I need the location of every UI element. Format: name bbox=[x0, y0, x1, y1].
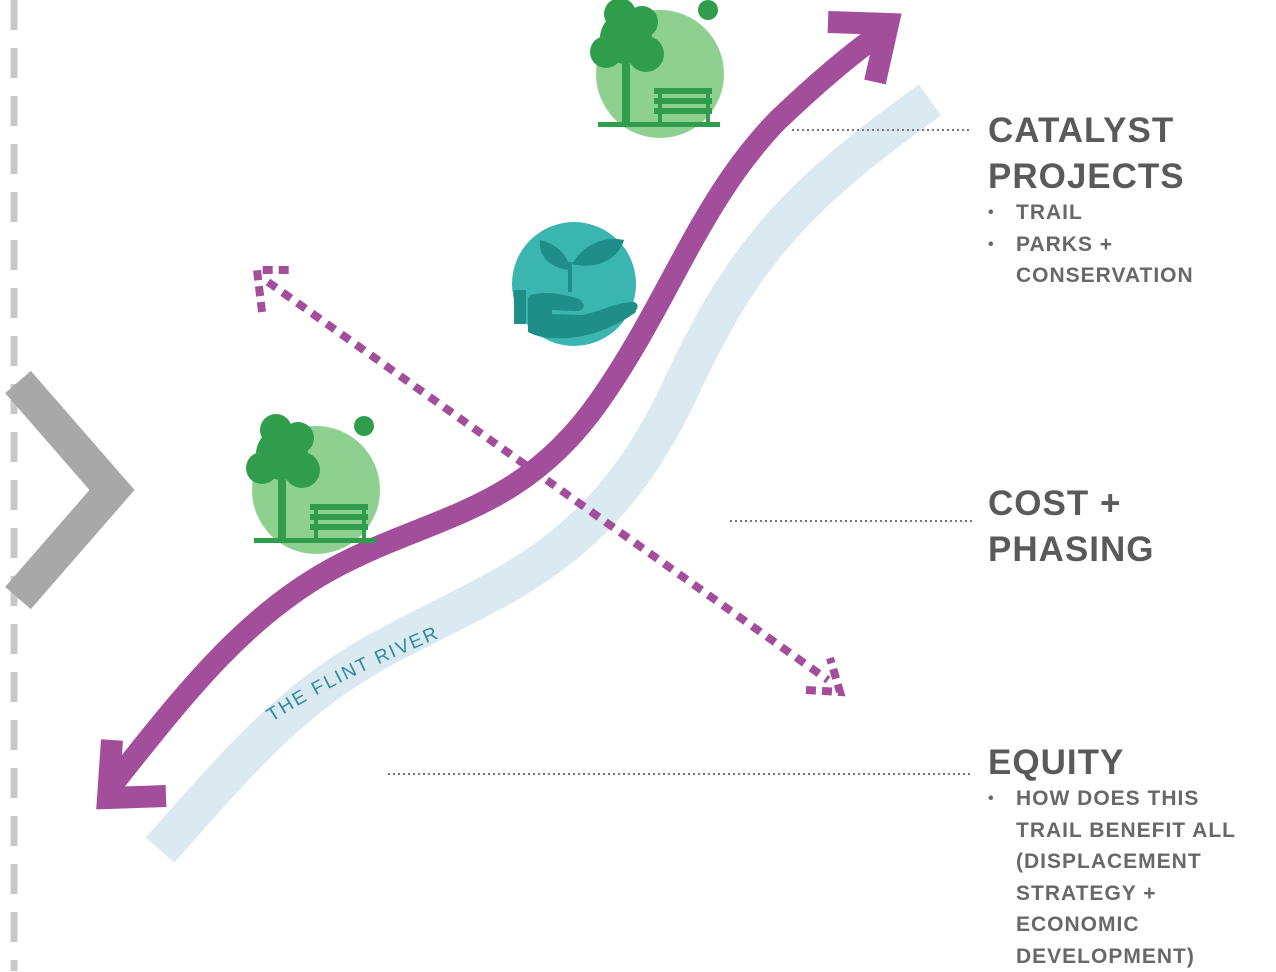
equity-heading: EQUITY bbox=[988, 743, 1125, 782]
dotted-arrowhead-top-left bbox=[252, 266, 290, 313]
cost-heading: COST + PHASING bbox=[988, 484, 1155, 569]
dotted-arrowhead-bottom-right bbox=[805, 656, 846, 697]
trail-arrowhead-bottom bbox=[96, 739, 167, 810]
park-icon bbox=[590, 0, 724, 138]
bullet-item: TRAIL bbox=[986, 197, 1194, 229]
conservation-hand-icon bbox=[512, 222, 638, 346]
chevron-right-icon bbox=[5, 370, 135, 610]
catalyst-bullets: TRAIL PARKS + CONSERVATION bbox=[986, 197, 1194, 292]
dotted-diagonal-arrow bbox=[265, 278, 831, 684]
flint-river bbox=[145, 84, 942, 863]
trail-line bbox=[99, 26, 885, 797]
equity-bullets: HOW DOES THIS TRAIL BENEFIT ALL (DISPLAC… bbox=[986, 783, 1236, 972]
bullet-item: HOW DOES THIS TRAIL BENEFIT ALL (DISPLAC… bbox=[986, 783, 1236, 972]
trail-arrowhead-top bbox=[827, 11, 902, 85]
bullet-item: PARKS + CONSERVATION bbox=[986, 229, 1194, 292]
park-icon bbox=[246, 414, 380, 554]
catalyst-heading: CATALYST PROJECTS bbox=[988, 111, 1185, 196]
river-label: THE FLINT RIVER bbox=[263, 622, 442, 726]
